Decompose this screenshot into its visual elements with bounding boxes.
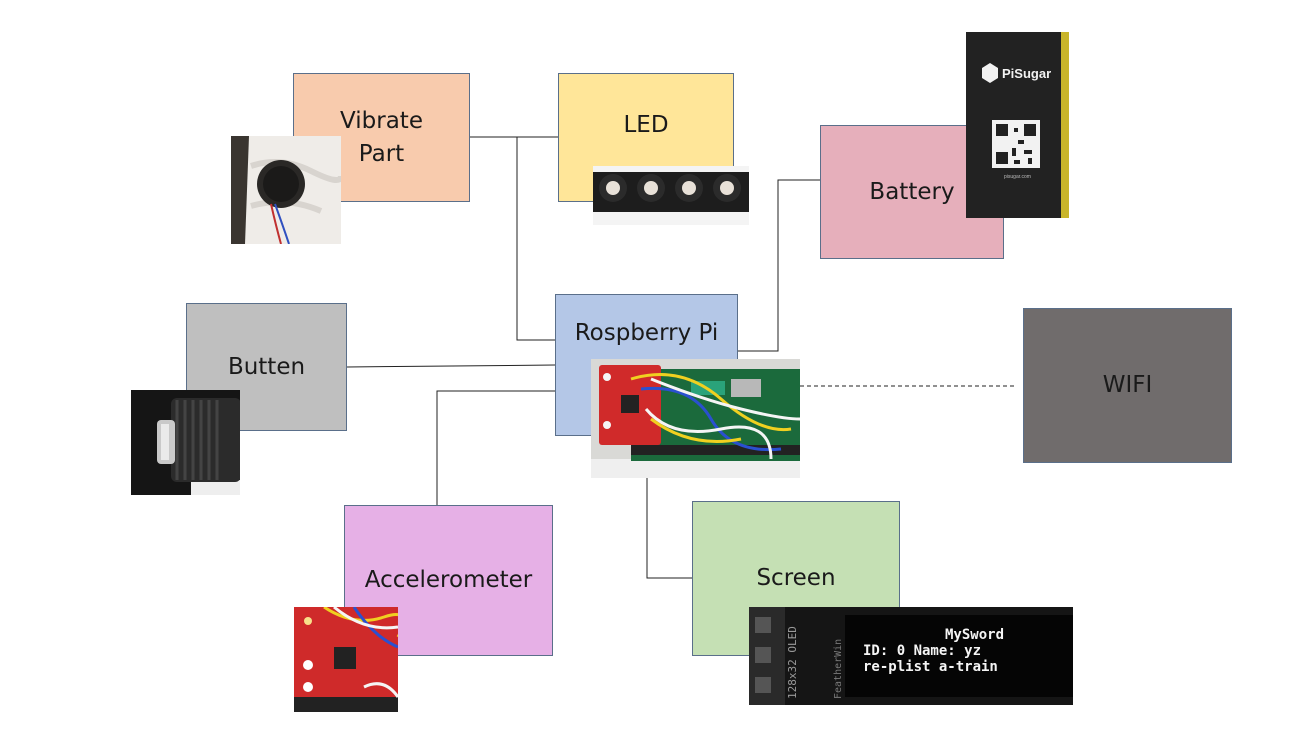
push-button-icon [131,390,240,495]
wire-accelerometer-pi [436,390,555,505]
wire-battery-pi [738,179,820,352]
screen-photo: 128x32 OLED FeatherWin MySword ID: 0 Nam… [749,607,1073,705]
pisugar-brand: PiSugar [1002,66,1051,81]
accelerometer-label: Accelerometer [364,567,533,594]
vibrate-part-node[interactable]: Vibrate Part [293,73,470,202]
raspberry-pi-board-icon [591,359,800,478]
oled-brand-label: FeatherWin [833,639,844,699]
pisugar-url: pisugar.com [1004,174,1031,180]
wifi-node[interactable]: WIFI [1023,308,1232,463]
oled-side-label: 128x32 OLED [786,626,799,699]
button-photo [131,390,240,495]
wifi-label: WIFI [1102,372,1153,399]
screen-label: Screen [756,565,836,592]
oled-line-3: re-plist a-train [863,659,998,675]
battery-label: Battery [869,178,955,205]
led-photo [593,166,749,225]
led-strip-icon [593,166,749,225]
accelerometer-node[interactable]: Accelerometer [344,505,553,656]
wire-butten-pi [346,364,556,368]
raspberry-pi-photo [591,359,800,478]
oled-line-1: MySword [945,627,1004,643]
pisugar-battery-icon: PiSugar pisugar.com [966,32,1069,218]
wire-hub-pi [516,137,555,341]
vibrate-motor-photo [231,136,341,244]
accelerometer-board-icon [294,607,398,712]
accelerometer-photo [294,607,398,712]
butten-label: Butten [227,353,306,380]
raspberry-pi-label: Rospberry Pi [574,320,719,346]
vibrate-part-label: Vibrate Part [340,108,423,167]
led-label: LED [623,112,669,139]
oled-screen-icon: 128x32 OLED FeatherWin MySword ID: 0 Nam… [749,607,1073,705]
vibration-motor-icon [231,136,341,244]
battery-photo: PiSugar pisugar.com [966,32,1069,218]
oled-line-2: ID: 0 Name: yz [863,643,981,659]
wire-pi-screen [646,478,692,579]
